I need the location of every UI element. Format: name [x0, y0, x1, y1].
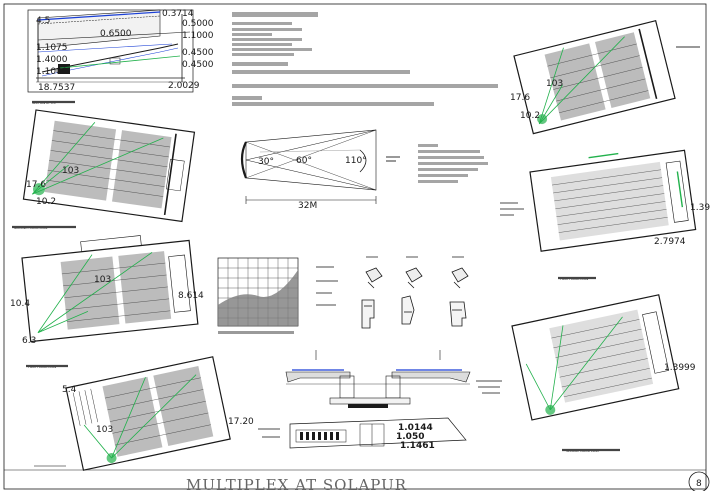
plan-dim: 5.4 [62, 385, 77, 395]
seat-front-2 [401, 295, 415, 325]
sheet-border [3, 3, 707, 490]
sheet-title: MULTIPLEX AT SOLAPUR [186, 476, 407, 491]
plan-right-top [513, 19, 676, 135]
seat-front-1 [361, 299, 375, 329]
plan-dim: 10.2 [36, 197, 56, 207]
section-dim: 18.7537 [38, 83, 75, 93]
plan-dim: 17.6 [510, 93, 530, 103]
seat-top-3 [451, 267, 469, 289]
right-notes [418, 144, 488, 183]
section-dim: 1.4000 [36, 55, 68, 65]
seat-top-2 [405, 267, 423, 289]
sightline-distance: 32M [298, 201, 317, 211]
section-dim: 1.1000 [182, 31, 214, 41]
section-dim: 1.1075 [36, 43, 68, 53]
plan-right-bottom [511, 294, 680, 421]
plan-dim: 8.614 [178, 291, 204, 301]
plan-dim: 1.3999 [690, 203, 710, 213]
section-drawing: 4.5 0.3714 0.5000 1.1000 0.4500 0.4500 1… [27, 9, 214, 105]
plan-dim: 2.7974 [654, 237, 686, 247]
plan-dim: 10.2 [520, 111, 540, 121]
screen-dim: 1.1461 [400, 441, 435, 451]
seat-mark: 103 [546, 79, 563, 89]
plan-dim: 1.3999 [664, 363, 696, 373]
plan-dim: 6.3 [22, 336, 36, 346]
sightline-angle: 60° [296, 156, 312, 166]
sightline-angle: 110° [345, 156, 367, 166]
sheet-number-circle [688, 471, 710, 491]
plan-left-top [22, 109, 196, 223]
plan-left-bottom [65, 356, 231, 471]
section-dim: 0.5000 [182, 19, 214, 29]
seat-mark: 103 [94, 275, 111, 285]
section-dim: 2.0029 [168, 81, 200, 91]
section-dim: 0.6500 [100, 29, 132, 39]
screen-dim: 1.050 [396, 432, 424, 442]
section-dim: 0.4500 [182, 48, 214, 58]
screen-block: 1.0144 1.050 1.1461 [258, 417, 467, 451]
seat-mark: 103 [62, 166, 79, 176]
sightline-diagram: 30° 60° 110° 32M [240, 129, 400, 211]
seat-top-1 [365, 267, 383, 289]
plan-dim: 10.4 [10, 299, 30, 309]
entrance-section [285, 350, 471, 408]
seat-mark: 103 [96, 425, 113, 435]
screen-dim: 1.0144 [398, 423, 433, 433]
section-dim: 0.3714 [162, 9, 194, 19]
section-dim: 0.4500 [182, 60, 214, 70]
sightline-angle: 30° [258, 157, 274, 167]
acoustic-panel-elevation [217, 257, 338, 334]
seat-front-3 [449, 301, 467, 327]
plan-dim: 17.6 [26, 180, 46, 190]
notes-block [232, 12, 498, 106]
plan-dim: 17.20 [228, 417, 254, 427]
sheet-number: 8 [696, 479, 702, 489]
section-dim: 4.5 [36, 16, 50, 26]
plan-left-mid [21, 235, 199, 343]
seat-details [361, 256, 469, 329]
plan-right-mid [529, 149, 697, 252]
section-dim: 1.1000 [36, 67, 68, 77]
